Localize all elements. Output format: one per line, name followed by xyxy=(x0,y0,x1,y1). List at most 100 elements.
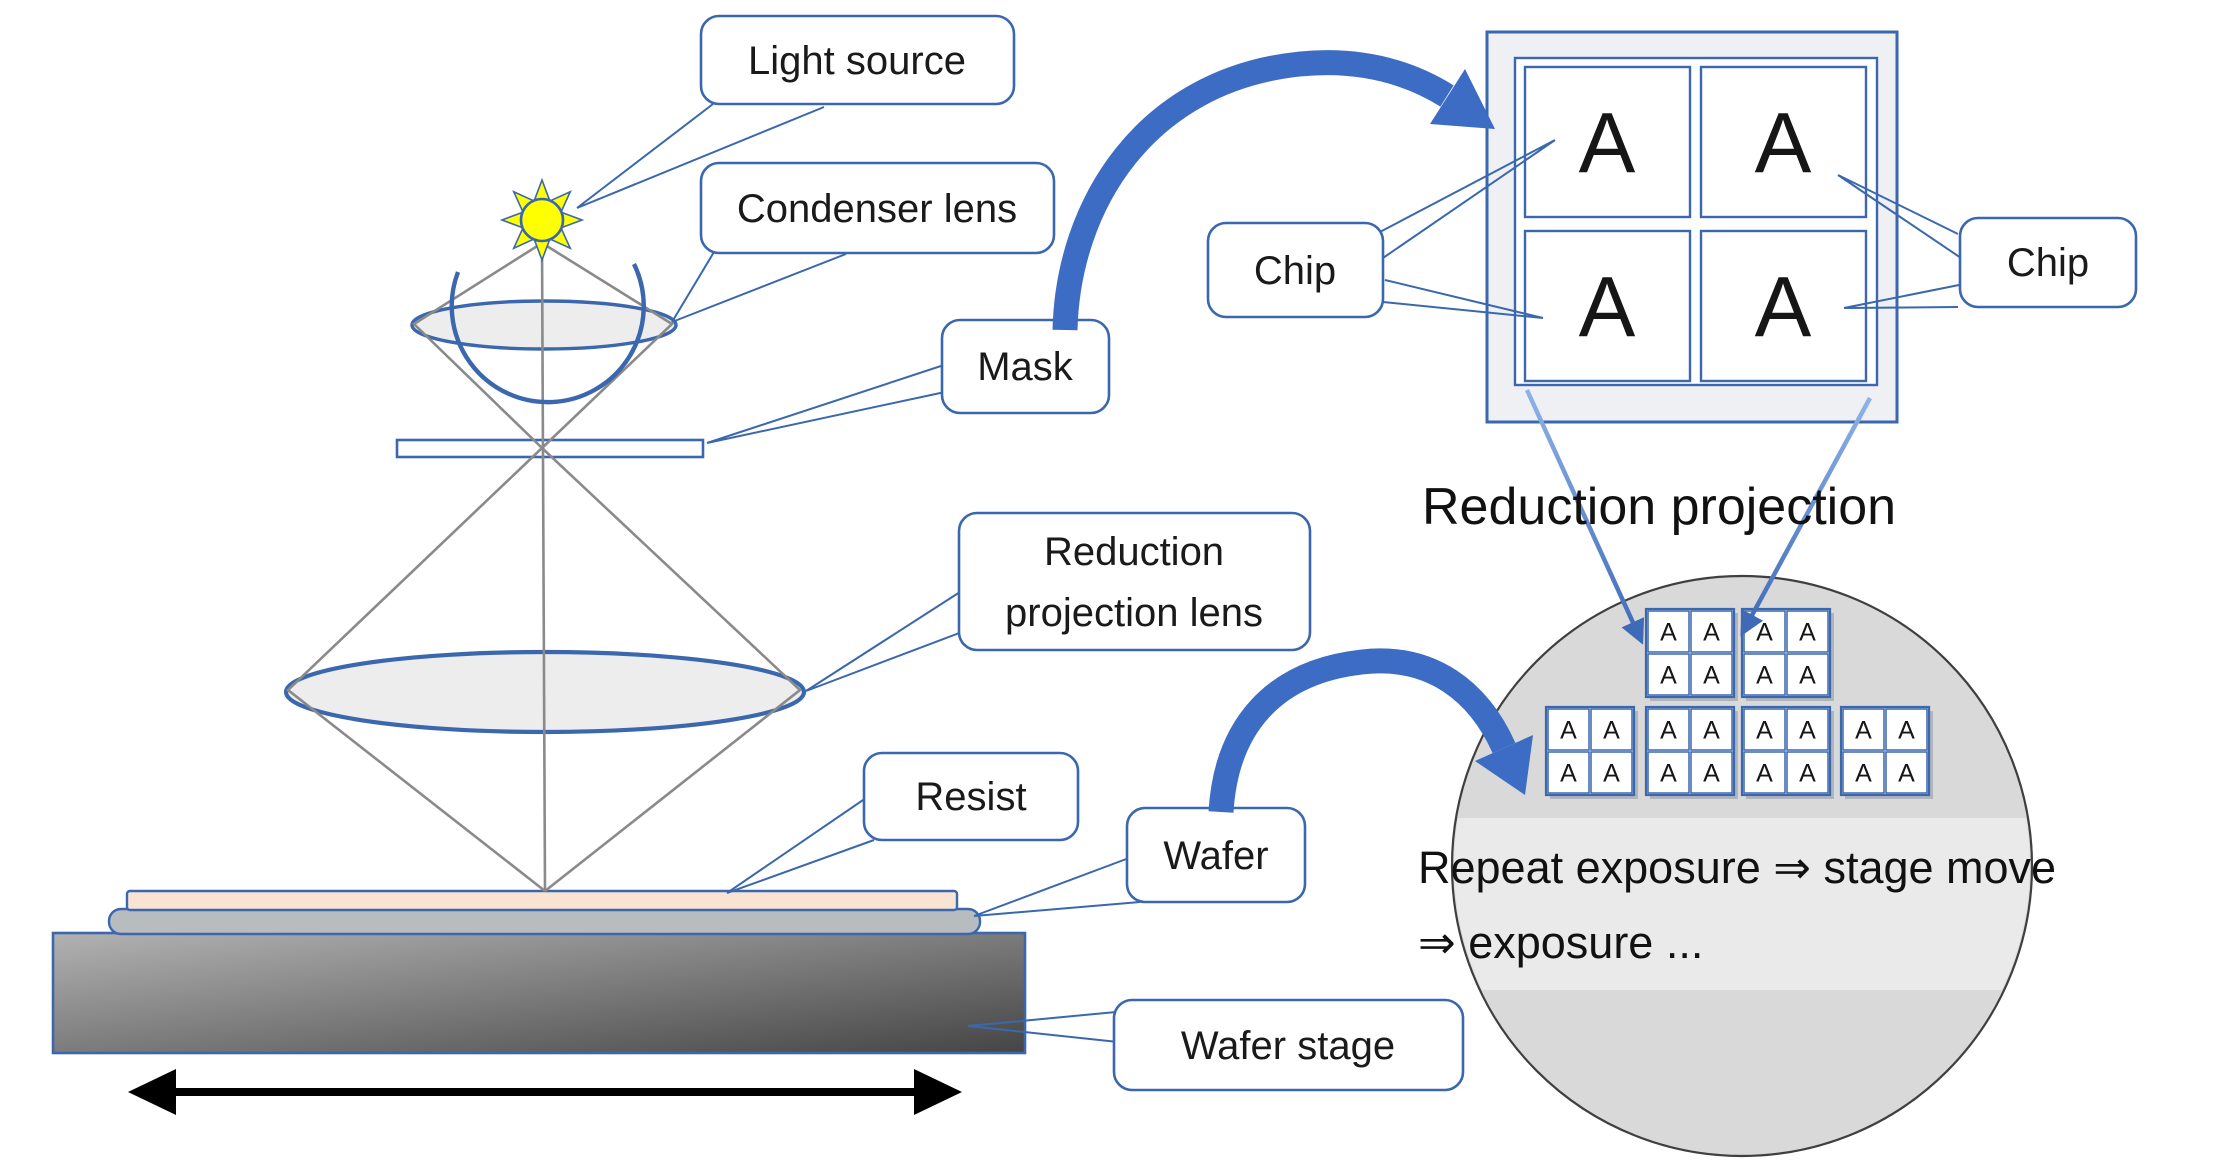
condenser-lens-label-box xyxy=(699,161,1056,255)
projection-line-left xyxy=(1524,389,1645,645)
mask-chip-letter: A xyxy=(1755,96,1812,191)
chip-right-lower-pointer xyxy=(1843,283,1965,309)
wafer-chip-letter: A xyxy=(1799,760,1816,788)
wafer-chip-letter: A xyxy=(1756,619,1773,647)
wafer-chip-cell xyxy=(1786,708,1829,751)
sun-body xyxy=(519,197,565,243)
wafer-chip-letter: A xyxy=(1603,760,1620,788)
wafer-chip-letter: A xyxy=(1898,760,1915,788)
wafer-chip-cell xyxy=(1647,610,1690,653)
lens-to-wafer-arrow-icon xyxy=(1208,648,1533,813)
reflector-arc xyxy=(449,263,646,405)
wafer-pointer xyxy=(973,857,1141,917)
mask-chip-letter: A xyxy=(1579,260,1636,355)
wafer-chip-letter: A xyxy=(1660,760,1677,788)
wafer-chip-letter: A xyxy=(1660,717,1677,745)
wafer-chip-letter: A xyxy=(1703,662,1720,690)
callout-pointers xyxy=(576,103,1965,1043)
wafer-chip-cell xyxy=(1885,708,1928,751)
wafer-chip-cell xyxy=(1842,751,1885,794)
light-source-pointer xyxy=(576,103,825,209)
mask-label: Mask xyxy=(977,345,1074,389)
chip-left-label-box xyxy=(1206,221,1385,319)
chip-right-upper-pointer xyxy=(1837,174,1965,261)
wafer-chip-letter: A xyxy=(1603,717,1620,745)
wafer-chip-letter: A xyxy=(1799,717,1816,745)
wafer-chip-cell xyxy=(1842,708,1885,751)
wafer-chip-cell xyxy=(1590,708,1633,751)
mask-chip-letter: A xyxy=(1755,260,1812,355)
light-source-sun-icon xyxy=(499,177,585,263)
wafer-chip-letter: A xyxy=(1703,760,1720,788)
wafer-stage-block xyxy=(51,931,1027,1055)
reduction-lens-pointer xyxy=(805,591,963,692)
wafer-chip-cell xyxy=(1743,751,1786,794)
wafer-chip-cell xyxy=(1786,653,1829,696)
chip-left-lower-pointer xyxy=(1382,279,1544,319)
wafer-chip-letter: A xyxy=(1855,760,1872,788)
condenser-lens-label: Condenser lens xyxy=(737,187,1017,231)
chip-left-label: Chip xyxy=(1254,249,1336,293)
mask-chip xyxy=(1699,229,1868,383)
wafer-chip-cell xyxy=(1786,751,1829,794)
wafer-stage-label-box xyxy=(1112,998,1465,1092)
resist-layer xyxy=(125,889,959,912)
wafer-chip-letter: A xyxy=(1898,717,1915,745)
repeat-exposure-line2: ⇒ exposure ... xyxy=(1418,917,1703,968)
chip-right-label-box xyxy=(1958,216,2138,309)
condenser-lens-shape xyxy=(410,299,678,351)
mask-chip xyxy=(1523,229,1692,383)
resist-pointer xyxy=(726,797,875,894)
wafer-chip-cell xyxy=(1647,708,1690,751)
repeat-exposure-line1: Repeat exposure ⇒ stage move xyxy=(1418,842,2056,893)
wafer-chip-letter: A xyxy=(1756,662,1773,690)
wafer-chip-letter: A xyxy=(1703,717,1720,745)
wafer-chip-cell xyxy=(1647,751,1690,794)
wafer-chip-letter: A xyxy=(1660,662,1677,690)
wafer-chip-cell xyxy=(1547,708,1590,751)
wafer-chip-cell xyxy=(1690,751,1733,794)
chip-left-upper-pointer xyxy=(1377,139,1556,259)
wafer-stage-label: Wafer stage xyxy=(1181,1024,1395,1068)
wafer-chip-letter: A xyxy=(1703,619,1720,647)
light-source-label: Light source xyxy=(748,39,966,83)
wafer-chip-cell xyxy=(1647,653,1690,696)
light-ray-center xyxy=(540,242,547,892)
wafer-chip-letter: A xyxy=(1560,717,1577,745)
resist-label-box xyxy=(862,751,1080,842)
wafer-chip-cell xyxy=(1743,708,1786,751)
wafer-text-band xyxy=(1454,818,2030,990)
wafer-chip-letter: A xyxy=(1855,717,1872,745)
stage-travel-arrow-icon xyxy=(128,1069,962,1115)
wafer-chip-letter: A xyxy=(1799,619,1816,647)
wafer-chip-cell xyxy=(1885,751,1928,794)
wafer-chip-cell xyxy=(1690,610,1733,653)
resist-label: Resist xyxy=(915,775,1026,819)
wafer-chip-cell xyxy=(1743,653,1786,696)
callout-labels: Light source Condenser lens Mask Reducti… xyxy=(699,14,2138,1092)
chip-right-label: Chip xyxy=(2007,241,2089,285)
mask-label-box xyxy=(940,318,1111,415)
light-source-label-box xyxy=(699,14,1016,106)
wafer-layer xyxy=(107,907,982,936)
wafer-chip-letter: A xyxy=(1756,760,1773,788)
wafer-chip-letter: A xyxy=(1560,760,1577,788)
mask-chip xyxy=(1699,65,1868,219)
wafer-chip-letter: A xyxy=(1799,662,1816,690)
wafer-chip-letter: A xyxy=(1660,619,1677,647)
reduction-lens-label-line2: projection lens xyxy=(1005,591,1263,635)
wafer-stage-pointer xyxy=(967,1011,1119,1043)
wafer-chip-cell xyxy=(1590,751,1633,794)
reduction-lens-label-line1: Reduction xyxy=(1044,530,1224,574)
wafer-chip-cell xyxy=(1690,653,1733,696)
wafer-chip-cell xyxy=(1786,610,1829,653)
wafer-chip-cell xyxy=(1547,751,1590,794)
wafer-chip-letter: A xyxy=(1756,717,1773,745)
reduction-lens-label-box xyxy=(957,511,1312,652)
wafer-chip-cell xyxy=(1690,708,1733,751)
mask-to-panel-arrow-icon xyxy=(1052,50,1495,331)
reduction-projection-title: Reduction projection xyxy=(1422,478,1896,536)
mask-pointer xyxy=(706,364,946,444)
